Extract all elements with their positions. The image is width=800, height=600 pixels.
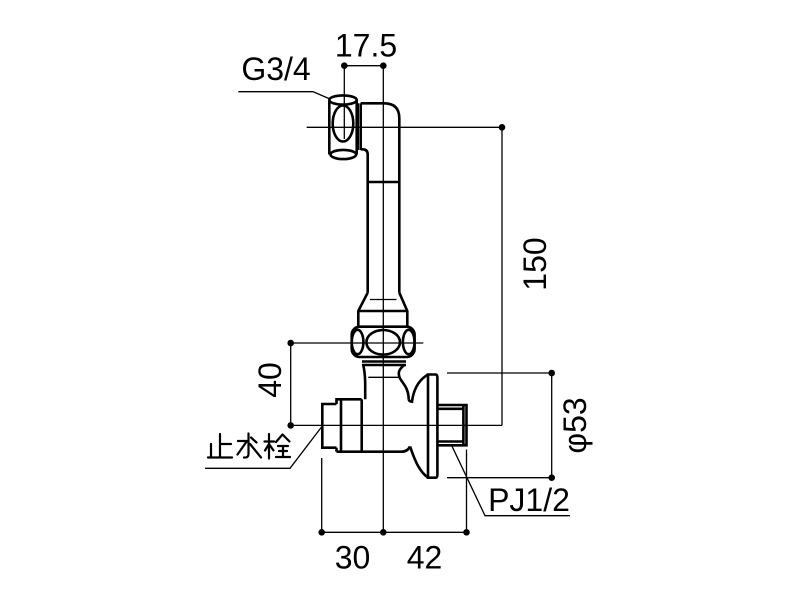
nipple-outline	[437, 403, 468, 447]
leader-stop-valve	[205, 425, 323, 469]
g34-label: G3/4	[241, 51, 310, 87]
dimension-dots	[287, 62, 555, 536]
flange-plate	[426, 373, 439, 479]
union-nut-face-ellipse	[365, 328, 402, 356]
dim-dot	[380, 529, 387, 536]
g34-nut-opening-ellipse	[331, 104, 355, 143]
dim-dot	[548, 474, 555, 482]
body-bottom-edge	[336, 445, 412, 453]
dim-phi53-label: φ53	[557, 397, 593, 453]
elbow-pipe-inner	[360, 148, 369, 293]
annotation-texts: 17.5 G3/4 150 40 φ53 PJ1/2 30 42 止水栓	[206, 28, 593, 576]
elbow-pipe-outer	[360, 102, 401, 293]
stop-valve-label: 止水栓	[206, 432, 292, 460]
pj12-label: PJ1/2	[488, 482, 570, 518]
kanji-shi	[206, 432, 234, 459]
dim-dot	[463, 529, 470, 536]
flange-bell-upper	[407, 373, 429, 404]
valve-outline	[321, 94, 468, 479]
kanji-sui	[236, 432, 263, 459]
dim-30-label: 30	[335, 540, 371, 576]
dim-150-label: 150	[517, 237, 553, 290]
union-nut-corner-left	[350, 328, 365, 356]
g34-nut-top-ellipse	[327, 94, 358, 106]
flange-bell-lower	[408, 446, 429, 479]
dim-17-5-label: 17.5	[335, 28, 397, 64]
dim-dot	[318, 529, 326, 536]
body-left-edge	[362, 364, 367, 400]
dim-dot	[287, 339, 295, 347]
dim-dot	[341, 62, 348, 69]
union-nut-corner-right	[401, 328, 416, 356]
spout-collar-top	[335, 398, 362, 404]
kanji-sen	[263, 432, 292, 460]
leader-g34	[238, 91, 331, 100]
dim-dot	[287, 422, 295, 429]
dim-dot	[548, 369, 555, 377]
dimension-lines	[205, 65, 570, 533]
leader-pj12	[450, 444, 570, 517]
dim-42-label: 42	[407, 540, 443, 576]
g34-nut-bottom-ellipse	[329, 148, 358, 161]
body-right-edge	[397, 363, 410, 400]
dim-dot	[380, 62, 387, 69]
dim-40-label: 40	[252, 362, 288, 398]
dim-dot	[498, 124, 506, 131]
spout-tip	[321, 402, 337, 449]
